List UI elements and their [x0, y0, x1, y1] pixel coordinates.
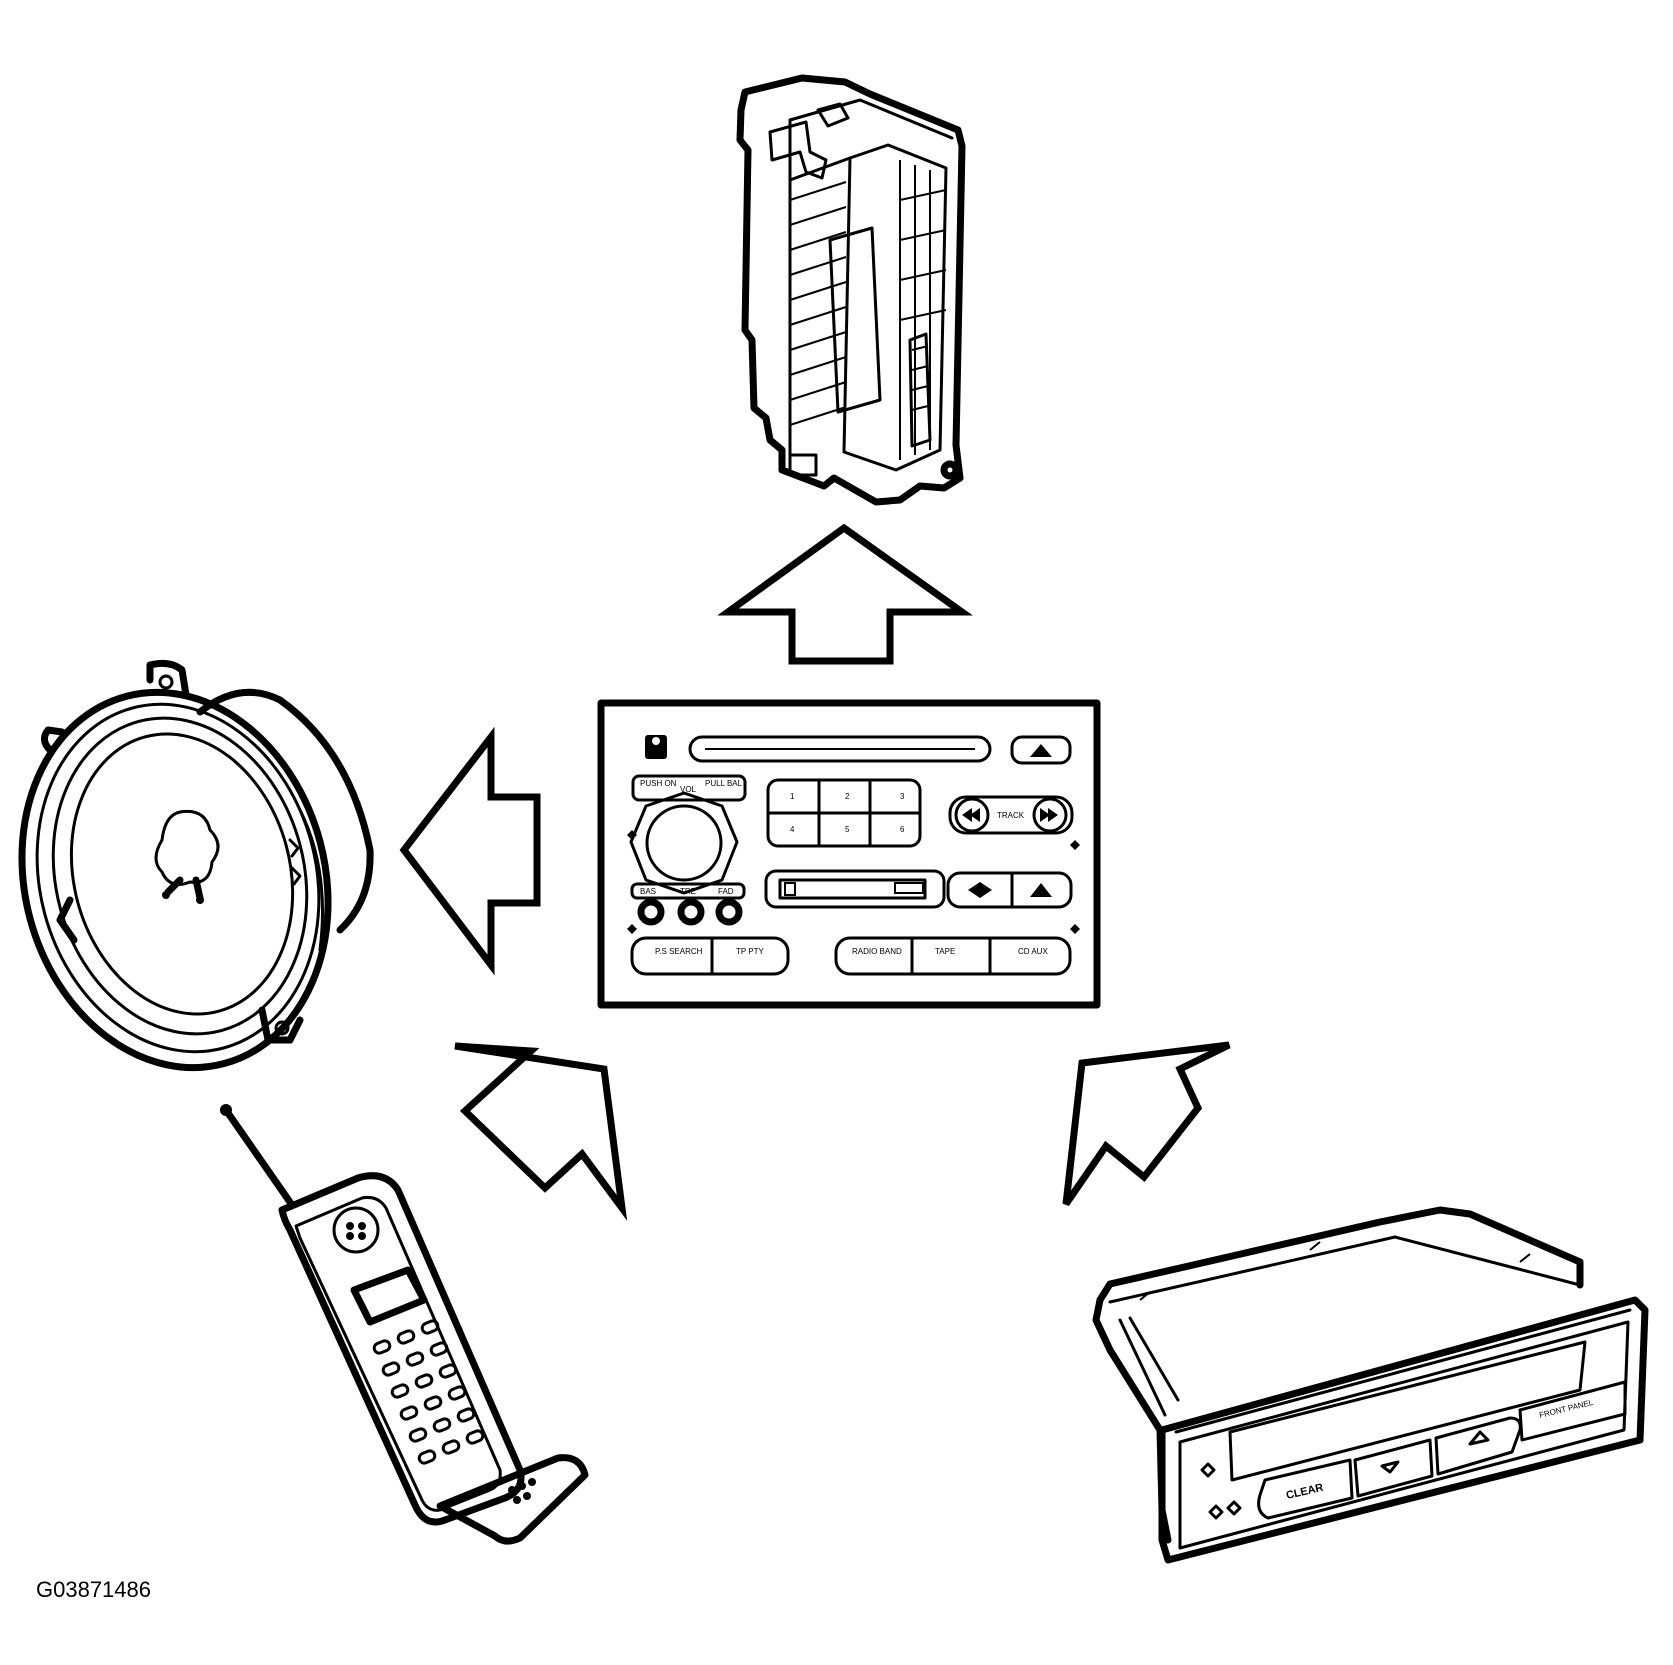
label-pull-bal: PULL BAL	[705, 779, 743, 788]
svg-text:CD AUX: CD AUX	[1018, 947, 1048, 956]
speaker	[18, 659, 374, 1072]
svg-text:RADIO BAND: RADIO BAND	[852, 947, 902, 956]
svg-text:4: 4	[790, 825, 795, 834]
arrow-left-to-speaker	[399, 726, 541, 976]
amplifier-vent-grid	[789, 181, 847, 426]
volume-knob	[629, 791, 739, 895]
label-bas: BAS	[640, 887, 656, 896]
svg-text:1: 1	[790, 792, 795, 801]
svg-text:TAPE: TAPE	[935, 947, 955, 956]
svg-text:TP PTY: TP PTY	[736, 947, 765, 956]
speaker-dust-cap	[154, 809, 220, 904]
phone-mic-icon	[508, 1478, 536, 1504]
seek-buttons: P.S SEARCH TP PTY	[630, 936, 790, 976]
svg-text:3: 3	[900, 792, 905, 801]
radio-head-unit: PUSH ON VOL PULL BAL 1 2 3 4 5 6	[597, 699, 1101, 1009]
label-vol: VOL	[680, 785, 697, 794]
arrow-from-cd-changer	[1062, 1041, 1231, 1206]
changer-down-button	[1353, 1438, 1434, 1498]
label-clear: CLEAR	[1285, 1482, 1325, 1502]
cd-changer: CLEAR FRONT PANEL	[1092, 1206, 1649, 1564]
track-buttons: TRACK	[948, 795, 1074, 835]
label-front-panel: FRONT PANEL	[1538, 1398, 1594, 1420]
cellular-phone	[220, 1104, 589, 1545]
cd-logo-icon	[645, 735, 667, 759]
svg-text:P.S SEARCH: P.S SEARCH	[655, 947, 703, 956]
svg-text:6: 6	[900, 825, 905, 834]
figure-id: G03871486	[36, 1577, 151, 1602]
amplifier-module	[736, 74, 966, 506]
svg-text:2: 2	[845, 792, 850, 801]
tape-slot	[764, 869, 946, 909]
preset-buttons: 1 2 3 4 5 6	[766, 778, 922, 848]
changer-up-button	[1434, 1416, 1522, 1476]
label-push-on: PUSH ON	[640, 779, 677, 788]
svg-text:5: 5	[845, 825, 850, 834]
label-track: TRACK	[997, 811, 1025, 820]
tone-knobs	[637, 898, 743, 926]
cd-slot	[688, 735, 992, 763]
tape-eject-buttons	[946, 871, 1073, 909]
label-tre: TRE	[680, 887, 696, 896]
arrow-from-phone	[454, 1042, 628, 1221]
arrow-up-to-amplifier	[717, 523, 973, 665]
label-fad: FAD	[718, 887, 734, 896]
cd-eject-button	[1010, 735, 1072, 765]
phone-earpiece-icon	[332, 1206, 380, 1254]
source-buttons: RADIO BAND TAPE CD AUX	[834, 936, 1072, 976]
phone-keypad	[372, 1319, 485, 1465]
